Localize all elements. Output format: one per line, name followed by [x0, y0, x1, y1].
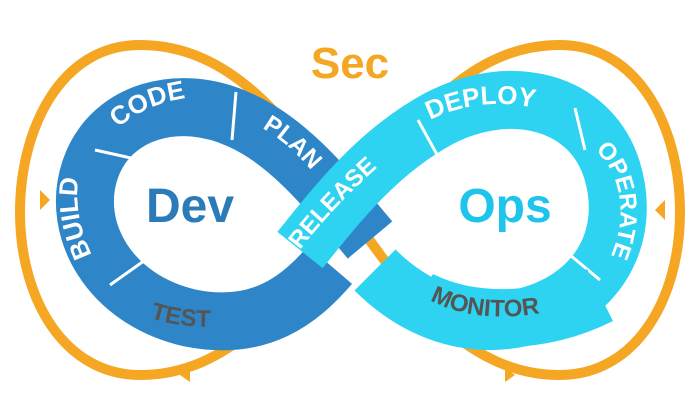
- monitor-band: [407, 268, 613, 348]
- center-ops: Ops: [458, 180, 551, 233]
- dev-loop: [55, 78, 393, 351]
- title-sec: Sec: [311, 39, 389, 88]
- center-dev: Dev: [146, 180, 234, 233]
